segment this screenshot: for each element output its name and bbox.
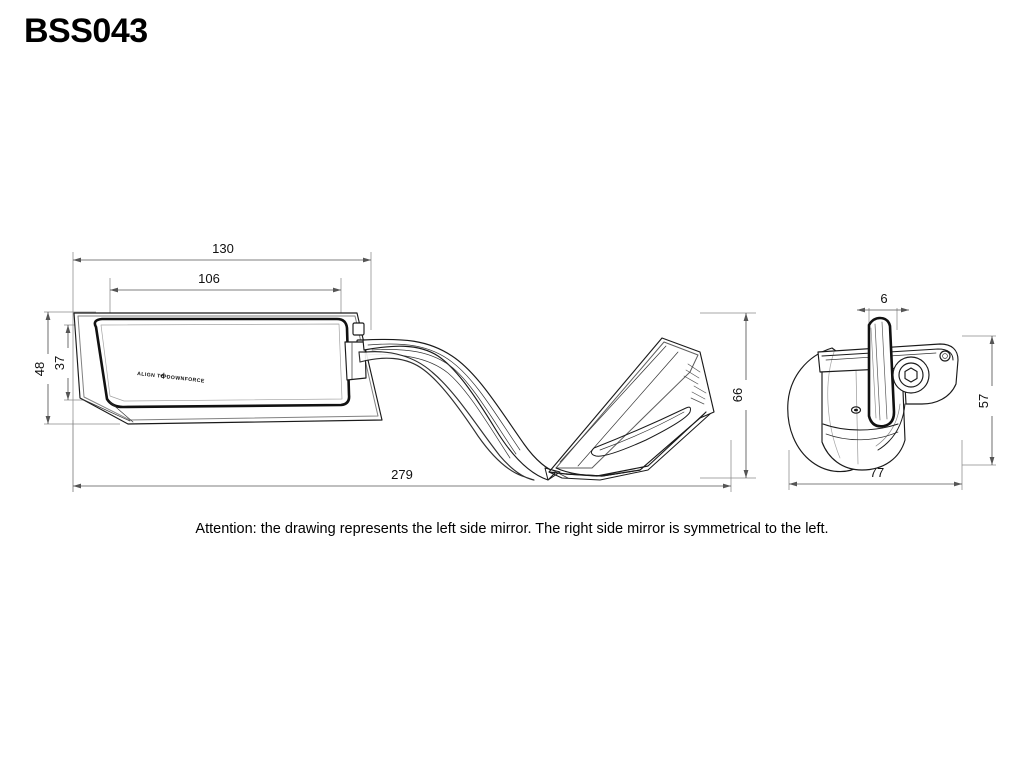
dimension-base-height: 66 [730, 313, 750, 478]
dimension-label-6: 6 [880, 291, 887, 306]
dimension-side-height: 57 [976, 336, 996, 465]
dimension-stem-thickness: 6 [857, 289, 909, 313]
dimension-overall-width: 130 [73, 240, 371, 263]
dimension-label-37: 37 [52, 356, 67, 370]
dimension-label-48: 48 [32, 362, 47, 376]
small-screw-detail [939, 350, 951, 362]
crosshair-target-icon [160, 372, 167, 380]
lower-screw-detail [850, 406, 862, 414]
hex-bolt-detail [892, 356, 930, 394]
dimension-glass-height: 37 [52, 325, 72, 400]
mirror-side-view [787, 316, 959, 473]
main-view-extension-lines [44, 252, 756, 492]
dimension-label-66: 66 [730, 388, 745, 402]
dimension-label-106: 106 [198, 271, 220, 286]
dimension-label-130: 130 [212, 241, 234, 256]
drawing-caption: Attention: the drawing represents the le… [195, 521, 829, 537]
dimension-overall-height: 48 [32, 312, 52, 424]
dimension-label-57: 57 [976, 394, 991, 408]
dimension-overall-length: 279 [73, 466, 731, 489]
dimension-label-279: 279 [391, 467, 413, 482]
mirror-main-view: ALIGN TO DOWNFORCE [73, 312, 715, 481]
dimension-glass-width: 106 [110, 270, 341, 293]
base-ribs [683, 363, 707, 405]
page-title: BSS043 [24, 12, 148, 50]
